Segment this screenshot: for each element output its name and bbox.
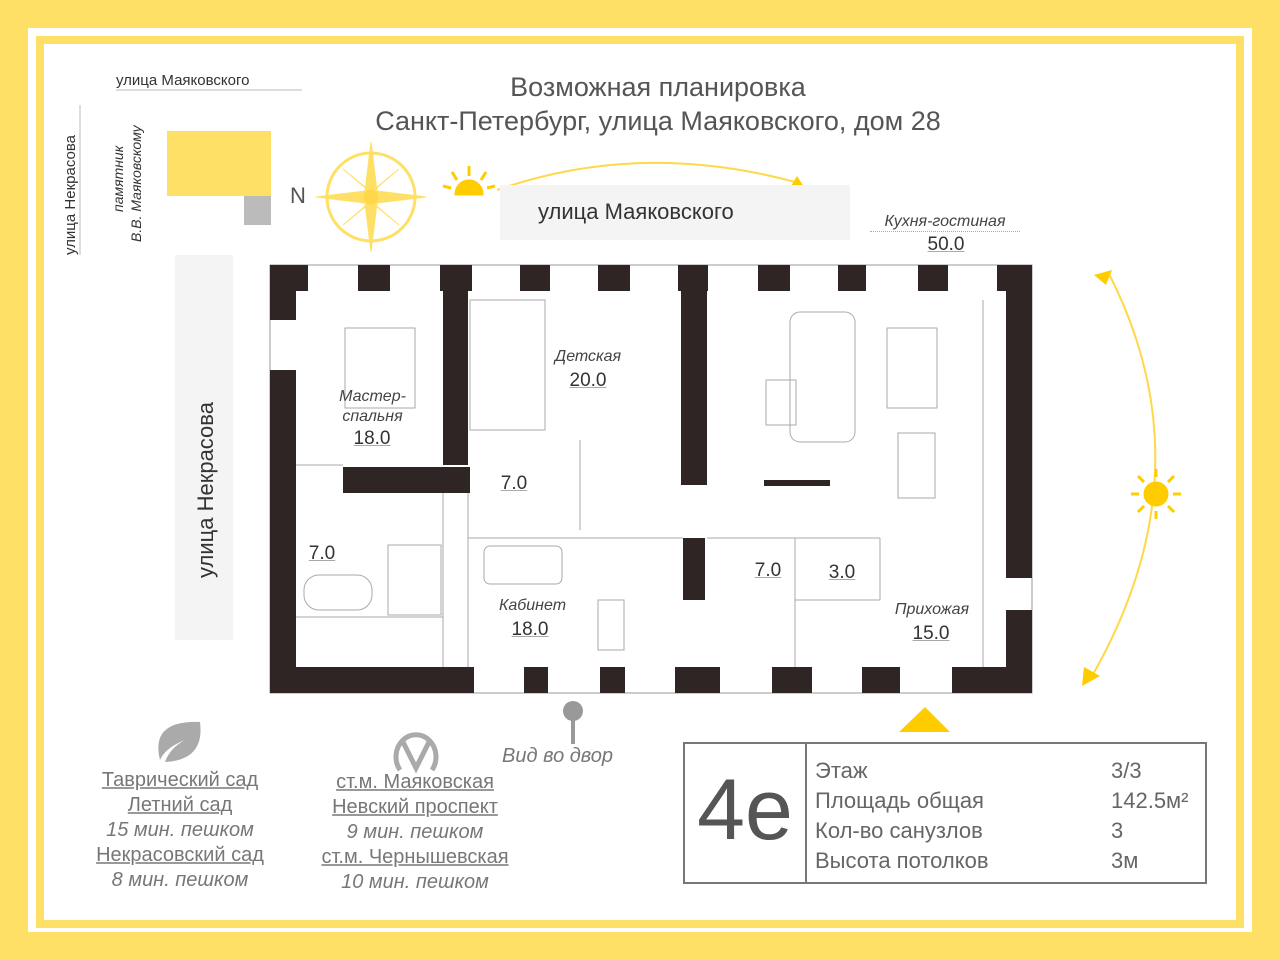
walls (270, 265, 1032, 693)
room-area-hall: 7.0 (500, 473, 528, 494)
metro-time-1: 9 мин. пешком (346, 821, 484, 843)
leaf-icon (158, 721, 201, 762)
info-value: 3/3 (1111, 758, 1142, 783)
minimap-street-top: улица Маяковского (116, 72, 302, 91)
park-time-1: 15 мин. пешком (106, 819, 254, 841)
metro-1: ст.м. Маяковская (336, 771, 494, 793)
sun-arrow-right-bottom (1082, 667, 1100, 686)
room-name-master: Мастер- спальня (339, 388, 406, 425)
room-name-kids: Детская (554, 348, 622, 365)
entrance-arrow (899, 707, 950, 732)
info-value: 3 (1111, 818, 1124, 843)
park-time-2: 8 мин. пешком (111, 869, 249, 891)
info-value: 142.5м² (1111, 788, 1189, 813)
sun-arrow-right-top (1094, 270, 1112, 285)
room-area-master: 18.0 (353, 428, 391, 449)
room-area-entry: 15.0 (912, 623, 950, 644)
room-area-kids: 20.0 (569, 370, 607, 391)
room-area-wc: 3.0 (828, 562, 856, 583)
info-label: Площадь общая (815, 788, 984, 813)
info-box: 4е Этаж 3/3 Площадь общая 142.5м² Кол-во с… (683, 742, 1207, 884)
floor-plan (269, 264, 1033, 694)
metro-3: ст.м. Чернышевская (321, 846, 509, 868)
title-line-2: Санкт-Петербург, улица Маяковского, дом … (375, 106, 941, 136)
building-marker (167, 131, 271, 196)
pin-icon (563, 701, 583, 744)
metro-list: ст.м. Маяковская Невский проспект 9 мин.… (300, 770, 530, 895)
view-label: Вид во двор (502, 745, 614, 767)
info-label: Кол-во санузлов (815, 818, 983, 843)
room-area-office: 18.0 (511, 619, 549, 640)
park-3: Некрасовский сад (96, 844, 264, 866)
park-1: Таврический сад (101, 769, 259, 791)
metro-icon (393, 732, 439, 774)
info-value: 3м (1111, 848, 1139, 873)
metro-time-2: 10 мин. пешком (341, 871, 489, 893)
sun-path-right (1091, 271, 1157, 677)
metro-2: Невский проспект (332, 796, 498, 818)
sunrise-icon (442, 166, 496, 196)
sun-icon (1131, 469, 1181, 519)
room-name-entry: Прихожая (894, 601, 970, 618)
info-label: Высота потолков (815, 848, 989, 873)
compass-icon (315, 141, 427, 253)
info-label: Этаж (815, 758, 868, 783)
room-area-kitchen: 50.0 (927, 234, 965, 255)
room-count: 4е (685, 744, 807, 882)
parks-list: Таврический сад Летний сад 15 мин. пешко… (70, 768, 290, 893)
room-area-bath-2: 7.0 (754, 560, 782, 581)
street-side-band (175, 255, 233, 640)
street-main-label: улица Маяковского (538, 199, 734, 224)
room-name-kitchen: Кухня-гостиная (870, 213, 1020, 232)
partitions (296, 299, 984, 667)
north-label: N (290, 183, 306, 208)
title-line-1: Возможная планировка (510, 72, 806, 102)
inner-frame (36, 36, 1244, 928)
street-main-band (500, 185, 850, 240)
room-name-office: Кабинет (498, 597, 567, 614)
sun-path-top (496, 161, 796, 191)
room-area-bath-1: 7.0 (308, 543, 336, 564)
street-side-label: улица Некрасова (193, 402, 218, 578)
monument-marker (244, 196, 271, 225)
park-2: Летний сад (127, 794, 233, 816)
